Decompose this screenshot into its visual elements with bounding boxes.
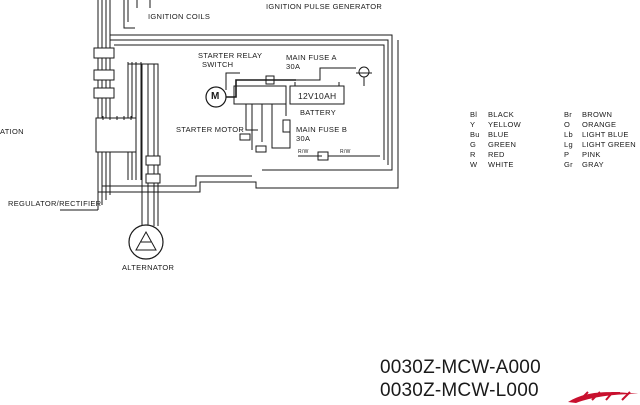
legend-code: G — [470, 140, 477, 149]
label-main-fuse-b-1: MAIN FUSE B — [296, 125, 348, 134]
loop-wire — [114, 44, 385, 160]
loop-wire — [102, 175, 252, 187]
legend-row: W WHITE — [470, 160, 521, 170]
legend-color: GREEN — [488, 140, 517, 149]
label-ignition-fragment: ATION — [0, 127, 24, 136]
legend-row: Lg LIGHT GREEN — [564, 140, 636, 150]
legend-color: BLACK — [488, 110, 515, 119]
legend-row: Bl BLACK — [470, 110, 521, 120]
legend-color: ORANGE — [582, 120, 617, 129]
legend-code: Bl — [470, 110, 478, 119]
part-number-2: 0030Z-MCW-L000 — [380, 380, 539, 401]
r-w-inline-box — [317, 151, 329, 161]
motor-symbol-letter: M — [211, 91, 220, 102]
label-alternator: ALTERNATOR — [122, 263, 175, 272]
legend-color: GRAY — [582, 160, 604, 169]
legend-code: Lb — [564, 130, 573, 139]
connector-block — [93, 69, 115, 81]
legend-color: BLUE — [488, 130, 509, 139]
ground-circle — [358, 66, 370, 78]
label-ignition-coils: IGNITION COILS — [148, 12, 211, 21]
legend-code: Bu — [470, 130, 480, 139]
starter-motor-symbol — [205, 86, 227, 108]
regulator-pins — [102, 116, 132, 120]
wire-tag-r-w-2: R/W — [340, 149, 351, 155]
battery-terminal — [294, 82, 340, 86]
connector-block — [145, 155, 161, 166]
legend-code: W — [470, 160, 478, 169]
connector-block — [239, 133, 251, 141]
loop-wire — [110, 34, 393, 171]
legend-code: Y — [470, 120, 476, 129]
legend-code: R — [470, 150, 476, 159]
legend-row: Y YELLOW — [470, 120, 521, 130]
legend-color: LIGHT GREEN — [582, 140, 637, 149]
starter-cable — [225, 72, 240, 90]
fuse-a-lead — [296, 67, 356, 81]
legend-row: Br BROWN — [564, 110, 636, 120]
legend-color: PINK — [582, 150, 601, 159]
label-starter-motor: STARTER MOTOR — [176, 125, 245, 134]
color-legend-right: Br BROWN O ORANGE Lb LIGHT BLUE Lg LIGHT GRE… — [564, 110, 636, 170]
legend-code: Lg — [564, 140, 573, 149]
loop-wire — [110, 39, 389, 165]
regulator-rectifier-box — [95, 117, 137, 153]
legend-color: RED — [488, 150, 505, 159]
legend-code: Br — [564, 110, 573, 119]
label-starter-relay-switch-1: STARTER RELAY — [198, 51, 263, 60]
legend-color: WHITE — [488, 160, 514, 169]
battery-body — [289, 85, 345, 105]
label-main-fuse-b-2: 30A — [296, 134, 311, 143]
legend-row: O ORANGE — [564, 120, 636, 130]
legend-row: Bu BLUE — [470, 130, 521, 140]
legend-row: Lb LIGHT BLUE — [564, 130, 636, 140]
label-regulator-rectifier: REGULATOR/RECTIFIER — [8, 199, 102, 208]
part-number-1: 0030Z-MCW-A000 — [380, 357, 541, 378]
legend-row: P PINK — [564, 150, 636, 160]
legend-code: Gr — [564, 160, 573, 169]
harness-wire — [123, 0, 135, 29]
relay-wire — [245, 104, 258, 131]
label-starter-relay-switch-2: SWITCH — [202, 60, 234, 69]
color-legend-left: Bl BLACK Y YELLOW Bu BLUE G GREEN R RED W WHIT… — [470, 110, 521, 170]
legend-color: BROWN — [582, 110, 613, 119]
label-ignition-pulse-generator: IGNITION PULSE GENERATOR — [266, 2, 383, 11]
label-battery-rating: 12V10AH — [298, 91, 337, 101]
connector-block — [255, 145, 267, 153]
main-fuse-b-symbol — [282, 119, 291, 133]
legend-row: R RED — [470, 150, 521, 160]
starter-relay-box — [233, 85, 287, 105]
label-main-fuse-a-2: 30A — [286, 62, 301, 71]
connector-block — [93, 47, 115, 59]
main-fuse-a-symbol — [265, 75, 275, 85]
label-main-fuse-a-1: MAIN FUSE A — [286, 53, 337, 62]
alternator-coil — [135, 230, 157, 251]
legend-color: YELLOW — [488, 120, 522, 129]
legend-color: LIGHT BLUE — [582, 130, 629, 139]
legend-row: G GREEN — [470, 140, 521, 150]
wire-tag-r-w-1: R/W — [298, 149, 309, 155]
alt-wire — [128, 63, 159, 226]
legend-code: O — [564, 120, 571, 129]
connector-block — [93, 87, 115, 99]
legend-row: Gr GRAY — [564, 160, 636, 170]
label-battery: BATTERY — [300, 108, 336, 117]
legend-code: P — [564, 150, 570, 159]
loop-wire — [98, 40, 399, 193]
logo-stroke — [579, 391, 631, 401]
relay-wire — [271, 104, 291, 149]
connector-block — [145, 173, 161, 184]
brand-logo-icon — [568, 391, 638, 403]
